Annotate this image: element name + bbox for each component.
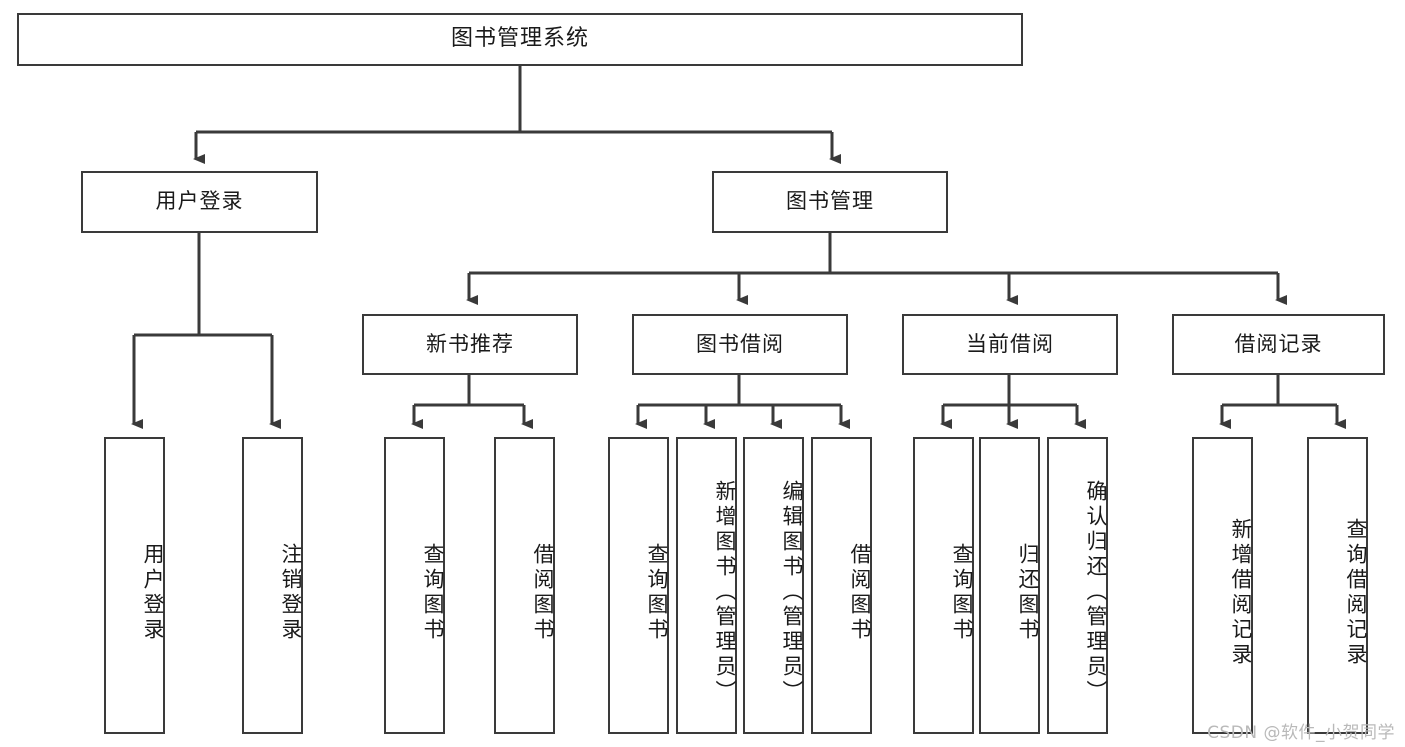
leaf-current-query-book[interactable]: 查询图书 [913,437,974,734]
node-label: 编辑图书（管理员） [780,480,804,705]
node-label: 用户登录 [155,189,244,214]
node-book-borrow[interactable]: 图书借阅 [632,314,848,375]
leaf-user-login-logout[interactable]: 注销登录 [242,437,303,734]
node-label: 借阅图书 [848,542,872,643]
node-label: 图书借阅 [696,331,784,356]
node-label: 借阅图书 [531,542,555,643]
node-label: 借阅记录 [1234,331,1323,356]
leaf-recommend-borrow-book[interactable]: 借阅图书 [494,437,555,734]
node-label: 图书管理 [786,189,874,214]
node-current-borrow[interactable]: 当前借阅 [902,314,1118,375]
leaf-borrow-add-book-admin[interactable]: 新增图书（管理员） [676,437,737,734]
node-label: 新增图书（管理员） [713,480,737,705]
node-label: 新书推荐 [426,331,514,356]
node-label: 注销登录 [279,542,303,643]
node-label: 查询图书 [950,542,974,643]
leaf-record-query-record[interactable]: 查询借阅记录 [1307,437,1368,734]
node-label: 新增借阅记录 [1229,517,1253,668]
node-label: 用户登录 [141,542,165,643]
node-root-system[interactable]: 图书管理系统 [17,13,1023,66]
node-user-login[interactable]: 用户登录 [81,171,318,233]
node-label: 查询图书 [645,542,669,643]
leaf-borrow-edit-book-admin[interactable]: 编辑图书（管理员） [743,437,804,734]
node-new-book-recommend[interactable]: 新书推荐 [362,314,578,375]
node-borrow-record[interactable]: 借阅记录 [1172,314,1385,375]
leaf-current-confirm-return-admin[interactable]: 确认归还（管理员） [1047,437,1108,734]
node-label: 图书管理系统 [450,26,589,52]
leaf-recommend-query-book[interactable]: 查询图书 [384,437,445,734]
leaf-user-login-login[interactable]: 用户登录 [104,437,165,734]
node-label: 当前借阅 [966,331,1054,356]
node-label: 查询图书 [421,542,445,643]
leaf-record-add-record[interactable]: 新增借阅记录 [1192,437,1253,734]
leaf-borrow-query-book[interactable]: 查询图书 [608,437,669,734]
node-label: 归还图书 [1016,542,1040,643]
watermark-text: CSDN @软件_小贺同学 [1207,723,1395,743]
node-label: 查询借阅记录 [1344,517,1368,668]
leaf-borrow-borrow-book[interactable]: 借阅图书 [811,437,872,734]
node-label: 确认归还（管理员） [1084,480,1108,705]
leaf-current-return-book[interactable]: 归还图书 [979,437,1040,734]
node-book-management[interactable]: 图书管理 [712,171,948,233]
